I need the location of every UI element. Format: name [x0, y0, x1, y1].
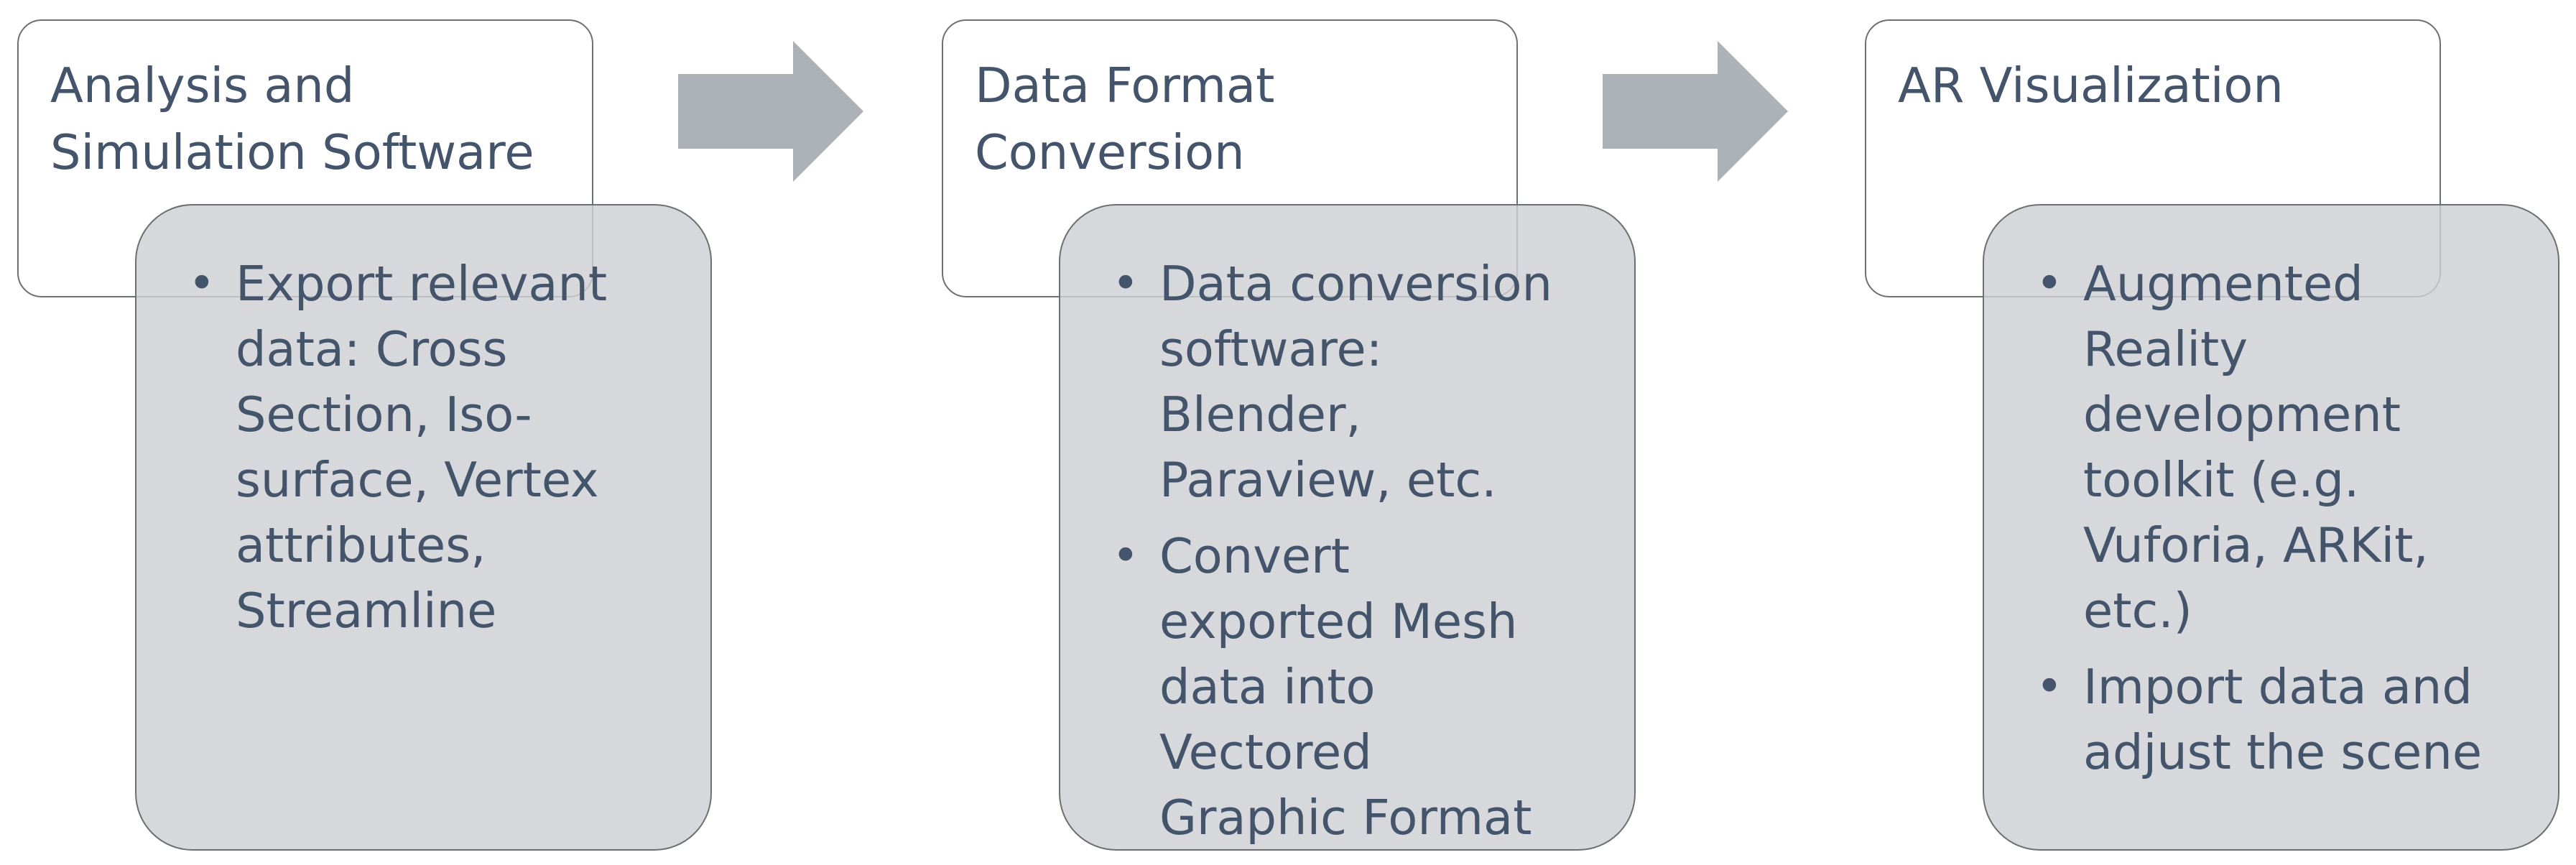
step-2-detail-list: • Data conversion software: Blender, Par…	[1060, 251, 1620, 861]
step-1-detail-box: • Export relevant data: Cross Section, I…	[135, 204, 712, 851]
step-3-item-1: • Augmented Reality development toolkit …	[1984, 251, 2442, 644]
step-2-item-1: • Data conversion software: Blender, Par…	[1060, 251, 1562, 513]
step-2-detail-box: • Data conversion software: Blender, Par…	[1059, 204, 1636, 851]
bullet-icon: •	[1112, 257, 1139, 310]
step-3-item-1-text: Augmented Reality development toolkit (e…	[2083, 256, 2429, 639]
step-2-item-2-text: Convert exported Mesh data into Vectored…	[1159, 528, 1532, 846]
step-3-detail-box: • Augmented Reality development toolkit …	[1983, 204, 2559, 851]
step-1-item-1-text: Export relevant data: Cross Section, Iso…	[236, 256, 608, 639]
bullet-icon: •	[2036, 257, 2063, 310]
bullet-icon: •	[188, 257, 216, 310]
step-3-item-2-text: Import data and adjust the scene	[2083, 659, 2483, 780]
step-2-title: Data Format Conversion	[975, 57, 1275, 180]
right-arrow-icon	[1603, 41, 1788, 182]
bullet-icon: •	[1112, 529, 1139, 583]
step-1-item-1: • Export relevant data: Cross Section, I…	[136, 251, 609, 644]
step-3-title: AR Visualization	[1898, 57, 2284, 114]
step-3-item-2: • Import data and adjust the scene	[1984, 654, 2514, 785]
step-2-item-2: • Convert exported Mesh data into Vector…	[1060, 524, 1562, 851]
step-3-detail-list: • Augmented Reality development toolkit …	[1984, 251, 2544, 796]
step-1-detail-list: • Export relevant data: Cross Section, I…	[136, 251, 696, 654]
step-1-title: Analysis and Simulation Software	[50, 57, 534, 180]
bullet-icon: •	[2036, 660, 2063, 713]
right-arrow-icon	[678, 41, 863, 182]
step-2-item-1-text: Data conversion software: Blender, Parav…	[1159, 256, 1552, 508]
